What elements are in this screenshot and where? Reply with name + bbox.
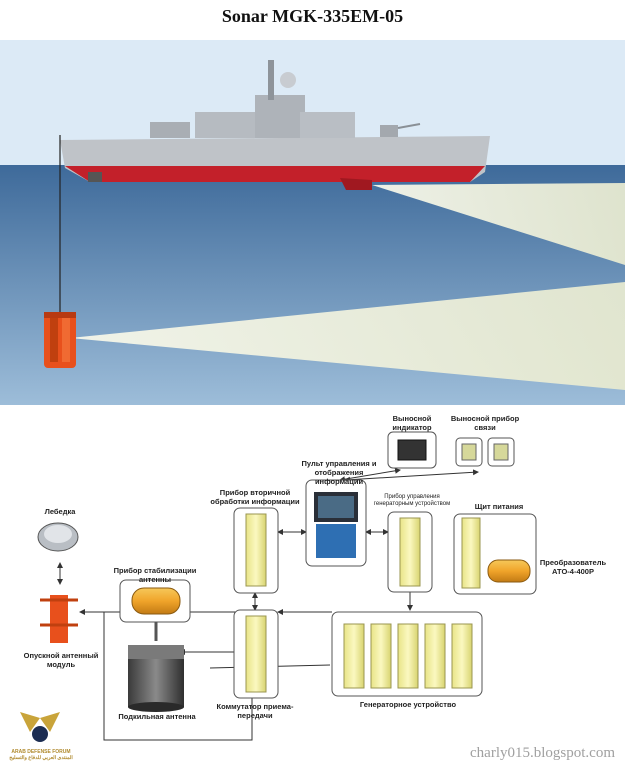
label-stab: Прибор стабилизации антенны <box>113 566 197 584</box>
logo-line-2: المنتدى العربي للدفاع والتسليح <box>9 755 73 761</box>
winch <box>37 522 79 552</box>
kommutator-unit <box>245 615 267 693</box>
shchit-unit <box>461 517 481 589</box>
logo-line-1: ARAB DEFENSE FORUM <box>11 749 71 755</box>
label-pult: Пульт управления и отображения информаци… <box>301 459 377 486</box>
pribor-gen-unit <box>399 517 421 587</box>
forum-logo <box>20 712 60 742</box>
keel-antenna <box>128 645 184 712</box>
label-shchit: Щит питания <box>474 502 524 511</box>
hull-sonar-beam <box>372 183 625 265</box>
label-vtorich: Прибор вторичной обработки информации <box>210 488 300 506</box>
ship <box>60 60 490 190</box>
label-podkil: Подкильная антенна <box>118 712 196 721</box>
generator-units <box>343 623 473 689</box>
page-title: Sonar MGK-335EM-05 <box>221 6 404 26</box>
stab-tank <box>131 587 181 615</box>
label-lebedka: Лебедка <box>44 507 76 516</box>
dipping-module <box>44 312 76 368</box>
label-generator: Генераторное устройство <box>359 700 457 709</box>
preobraz-tank <box>487 559 531 583</box>
label-vynos-svyaz: Выносной прибор связи <box>450 414 520 432</box>
pult-console <box>314 492 358 558</box>
label-preobraz: Преобразователь АТО-4-400Р <box>539 558 607 576</box>
dipping-sonar-beam <box>70 282 625 390</box>
label-opusknoy: Опускной антенный модуль <box>23 651 99 669</box>
vtorich-unit <box>245 513 267 587</box>
credit: charly015.blogspot.com <box>470 745 615 761</box>
label-pribor-gen: Прибор управления генераторным устройств… <box>373 494 451 507</box>
lowering-module <box>40 595 78 643</box>
vynos-ind-device <box>397 439 427 461</box>
logo-caption: ARAB DEFENSE FORUM المنتدى العربي للدفاع… <box>6 749 76 761</box>
label-vynos-ind: Выносной индикатор <box>392 414 432 432</box>
label-kommutator: Коммутатор приема-передачи <box>216 702 294 720</box>
